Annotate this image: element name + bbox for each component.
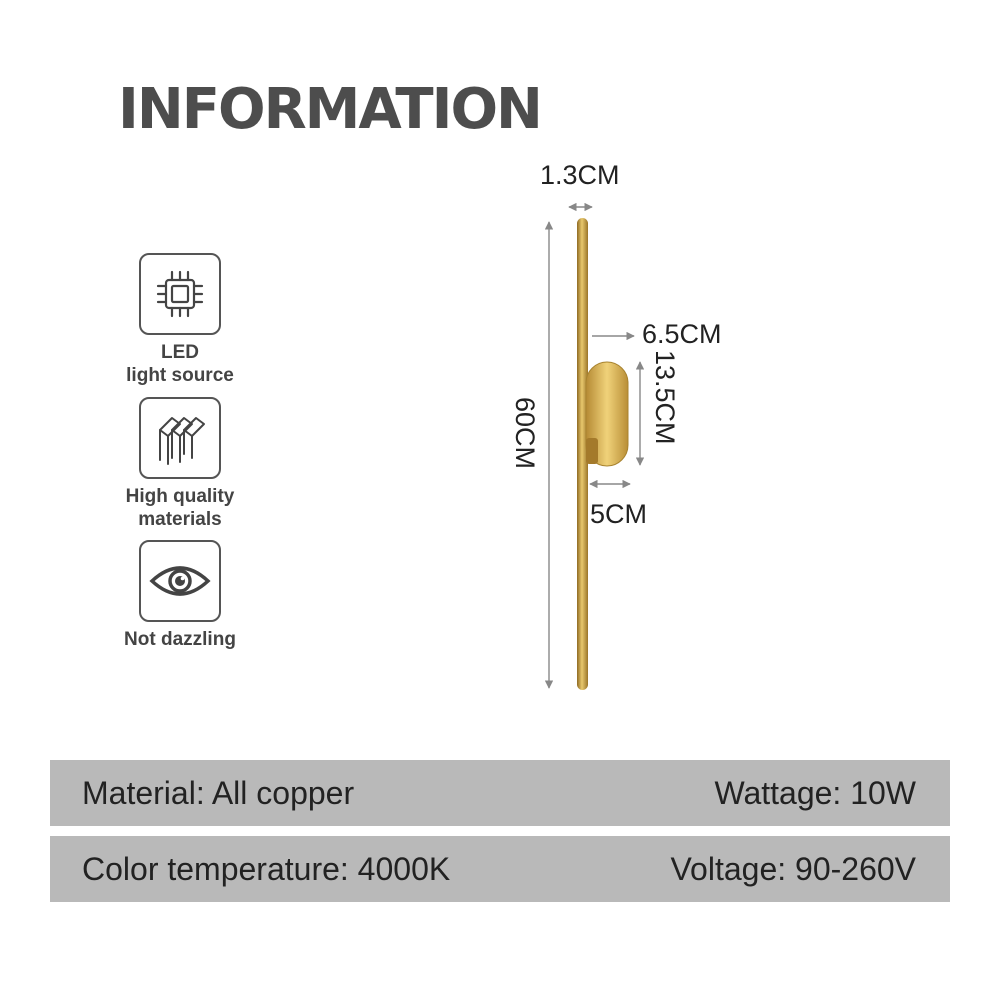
material-spec: Material: All copper (82, 774, 355, 811)
wattage-spec: Wattage: 10W (714, 774, 916, 811)
lamp-rod (577, 218, 588, 690)
eye-icon (139, 540, 221, 622)
feature-led-line2: light source (126, 365, 234, 386)
base-width-label: 5CM (590, 499, 648, 529)
spec-row-1: Material: All copper Wattage: 10W (50, 760, 950, 826)
feature-led-label: LED light source (100, 341, 260, 387)
height-label: 60CM (510, 397, 540, 470)
feature-led-line1: LED (161, 342, 199, 363)
lamp-connector (586, 438, 598, 464)
feature-eye-line1: Not dazzling (124, 629, 236, 650)
color-temperature-spec: Color temperature: 4000K (82, 850, 451, 887)
feature-led: LED light source (100, 253, 260, 387)
base-height-label: 13.5CM (650, 350, 680, 445)
depth-label: 1.3CM (540, 160, 620, 190)
lamp-diagram (544, 202, 645, 690)
feature-materials-line2: materials (138, 509, 222, 530)
page-title: INFORMATION (118, 77, 543, 142)
base-offset-label: 6.5CM (642, 319, 722, 349)
voltage-spec: Voltage: 90-260V (670, 850, 916, 887)
chip-icon (139, 253, 221, 335)
spec-row-2: Color temperature: 4000K Voltage: 90-260… (50, 836, 950, 902)
feature-eye: Not dazzling (100, 540, 260, 651)
feature-eye-label: Not dazzling (100, 628, 260, 651)
feature-materials: High quality materials (100, 397, 260, 531)
layers-icon (139, 397, 221, 479)
feature-materials-label: High quality materials (100, 485, 260, 531)
feature-materials-line1: High quality (125, 486, 235, 507)
